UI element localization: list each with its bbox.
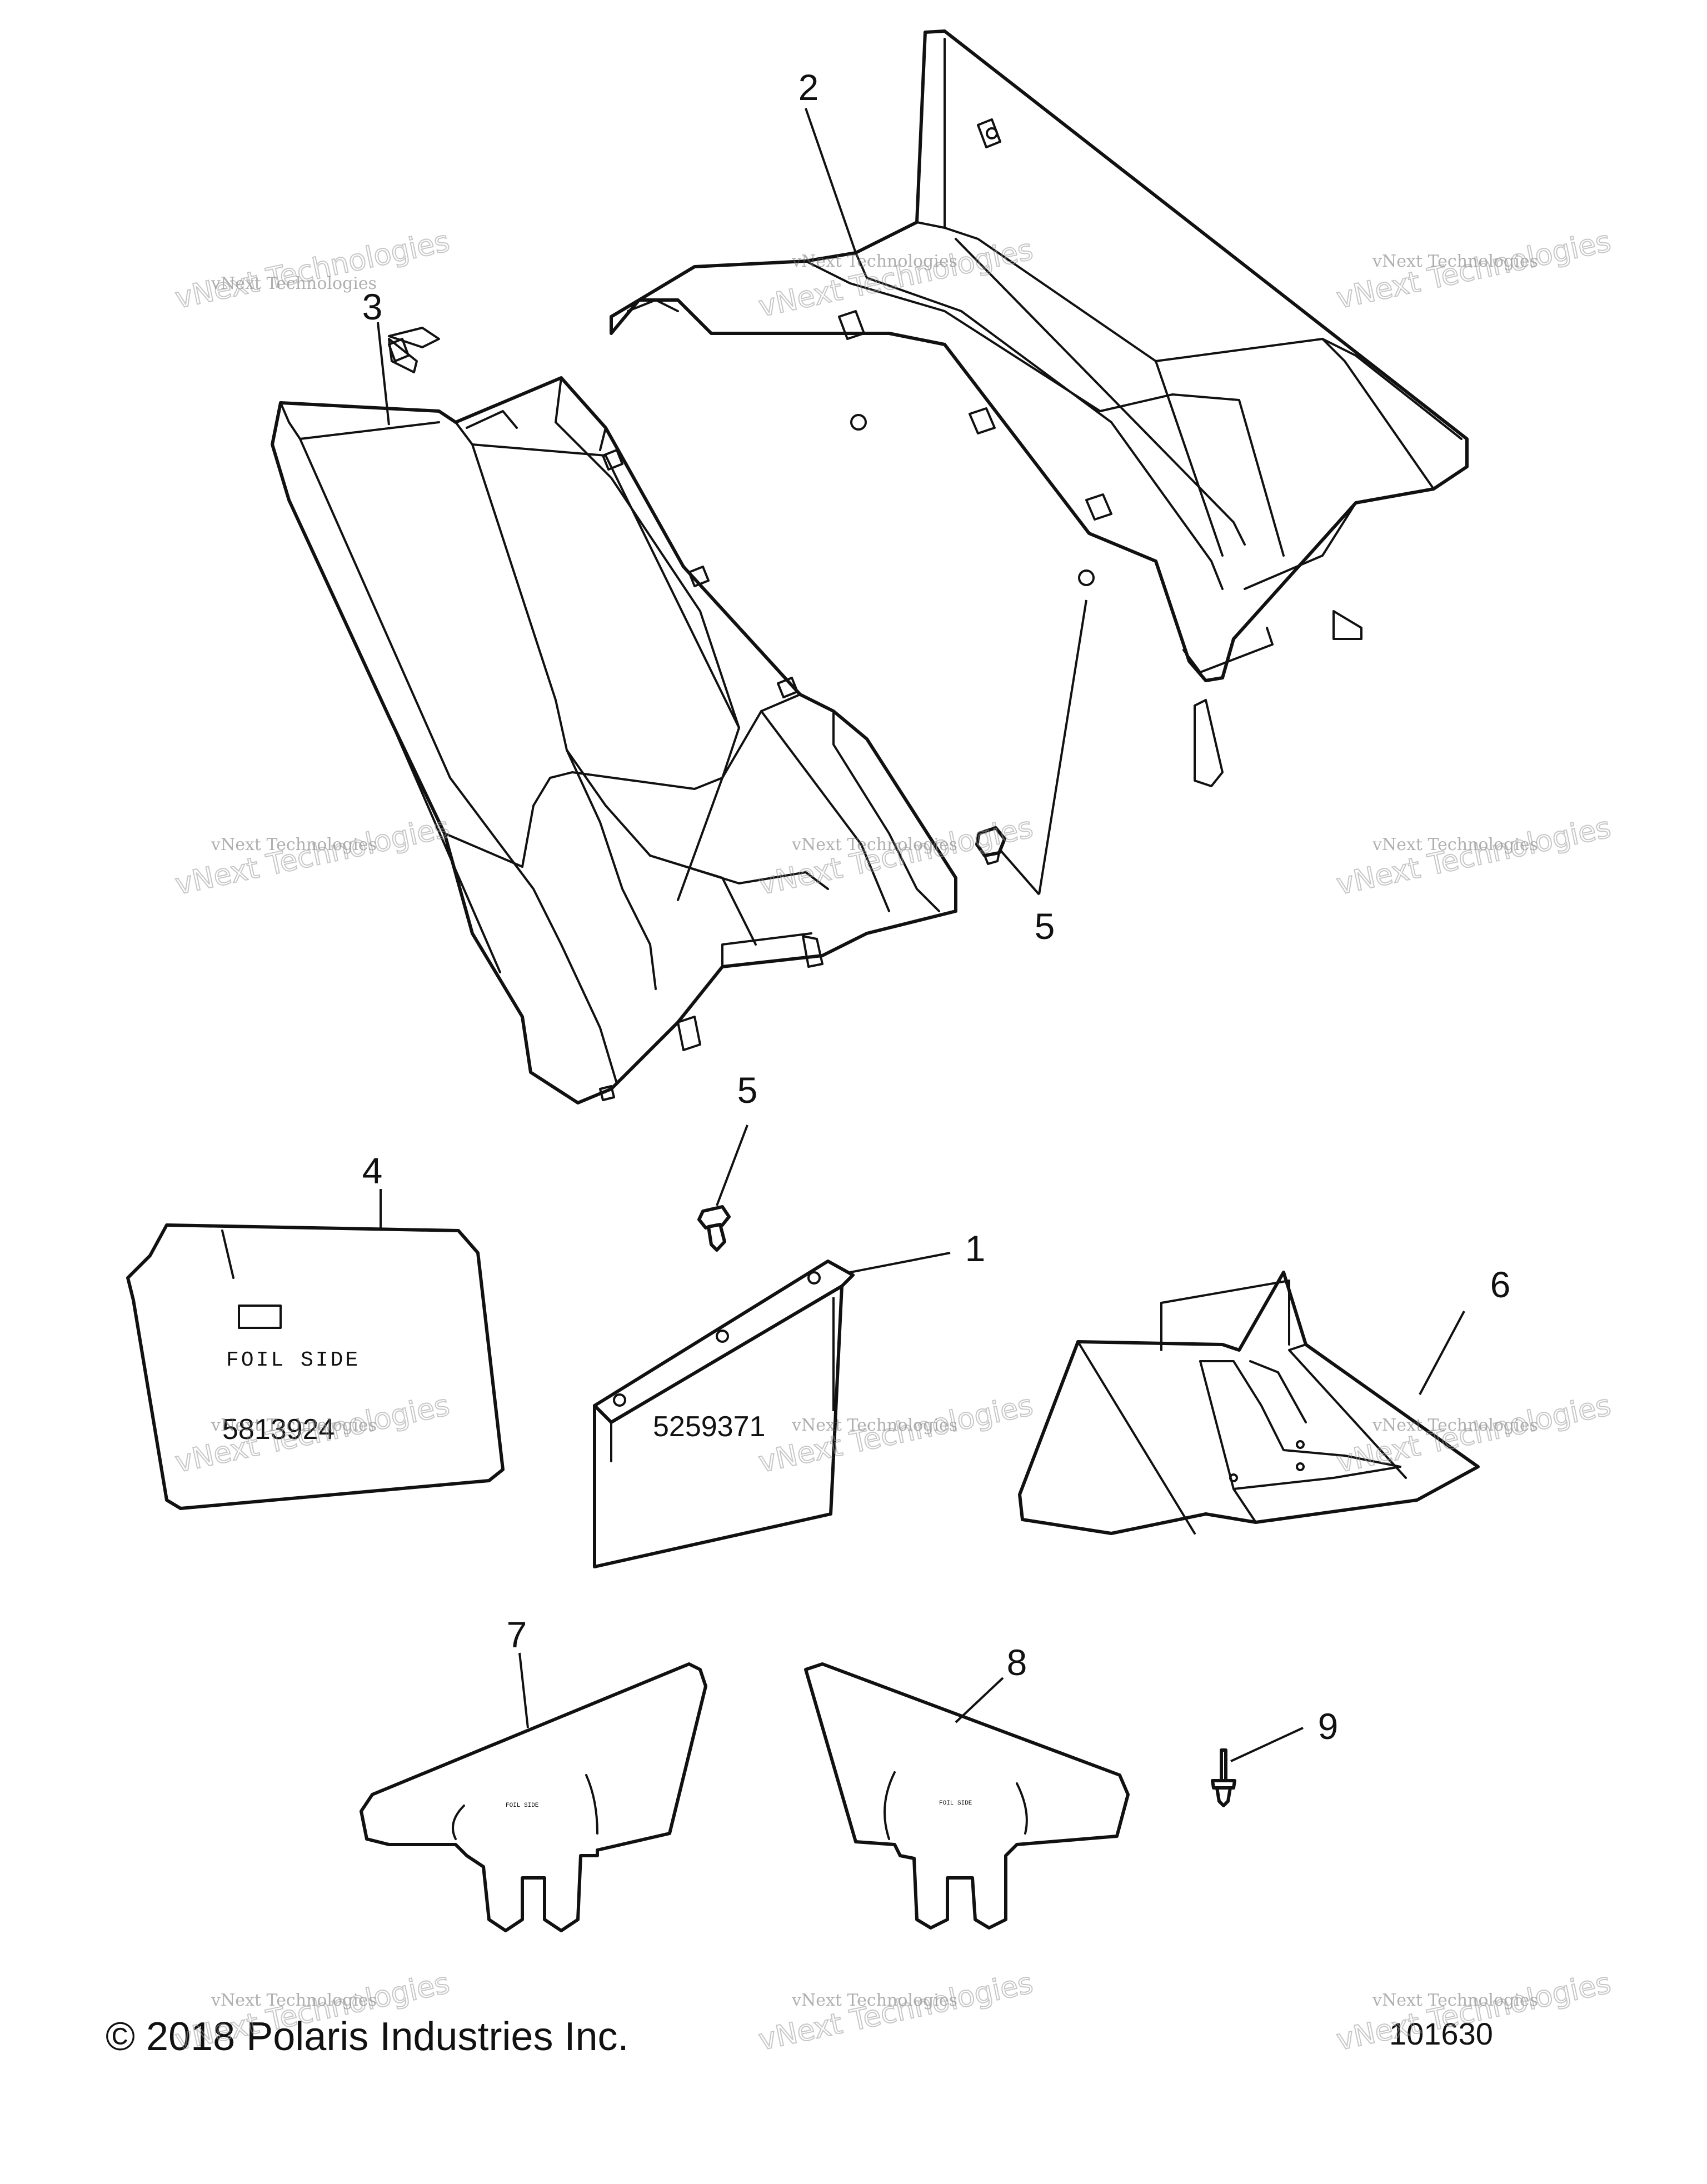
part-4-decal-text: FOIL SIDE <box>226 1348 360 1372</box>
part-4-foil-panel: FOIL SIDE 5813924 <box>126 1223 505 1510</box>
callout-5-lower: 5 <box>737 1069 758 1111</box>
part-7-decal-text: FOIL SIDE <box>506 1802 539 1809</box>
watermark-text: vNext Technologies <box>791 1991 957 2010</box>
leader-lines <box>377 108 1465 1762</box>
part-5-push-rivet-lower <box>697 1205 731 1252</box>
watermark-text: vNext Technologies <box>1372 252 1538 271</box>
watermark-text: vNext Technologies <box>791 835 957 854</box>
part-4-number: 5813924 <box>222 1413 335 1446</box>
watermark-text: vNext Technologies <box>1372 1416 1538 1435</box>
watermark-text: vNext Technologies <box>211 1991 377 2010</box>
watermark-text: vNext Technologies <box>211 1416 377 1435</box>
watermark-text: vNext Technologies <box>756 1967 1036 2057</box>
part-2-rear-panel <box>610 29 1469 787</box>
callout-7: 7 <box>507 1614 527 1655</box>
callout-1: 1 <box>965 1228 986 1269</box>
watermark-text: vNext Technologies <box>172 811 452 902</box>
watermark-text: vNext Technologies <box>1334 811 1614 902</box>
callout-4: 4 <box>362 1150 383 1191</box>
callout-8: 8 <box>1007 1642 1027 1683</box>
callout-6: 6 <box>1490 1264 1511 1305</box>
callout-3: 3 <box>362 286 383 327</box>
callout-5-upper: 5 <box>1035 906 1055 947</box>
part-8-decal-text: FOIL SIDE <box>939 1800 972 1807</box>
watermark-text: vNext Technologies <box>211 274 377 293</box>
callout-9: 9 <box>1318 1706 1339 1747</box>
watermark-text: vNext Technologies <box>791 252 957 271</box>
watermark-text: vNext Technologies <box>211 835 377 854</box>
watermark-text: vNext Technologies <box>172 225 452 316</box>
part-1-number: 5259371 <box>653 1411 765 1443</box>
watermark-text: vNext Technologies <box>791 1416 957 1435</box>
part-5-push-rivet-upper <box>975 826 1006 865</box>
watermark-text: vNext Technologies <box>1372 1991 1538 2010</box>
copyright-notice: © 2018 Polaris Industries Inc. <box>106 2015 629 2059</box>
part-7-left-foil-shield: FOIL SIDE <box>360 1662 707 1932</box>
part-8-right-foil-shield: FOIL SIDE <box>804 1662 1130 1930</box>
watermark-text: vNext Technologies <box>1372 835 1538 854</box>
callout-numbers: 2 3 5 5 4 1 6 7 8 9 <box>362 67 1511 1747</box>
part-3-front-panel <box>271 327 957 1105</box>
part-1-bracket: 5259371 <box>593 1260 855 1568</box>
part-6-tray-shield <box>1018 1271 1480 1535</box>
callout-2: 2 <box>798 67 819 108</box>
figure-number: 101630 <box>1389 2016 1493 2051</box>
part-9-push-pin <box>1211 1748 1236 1807</box>
